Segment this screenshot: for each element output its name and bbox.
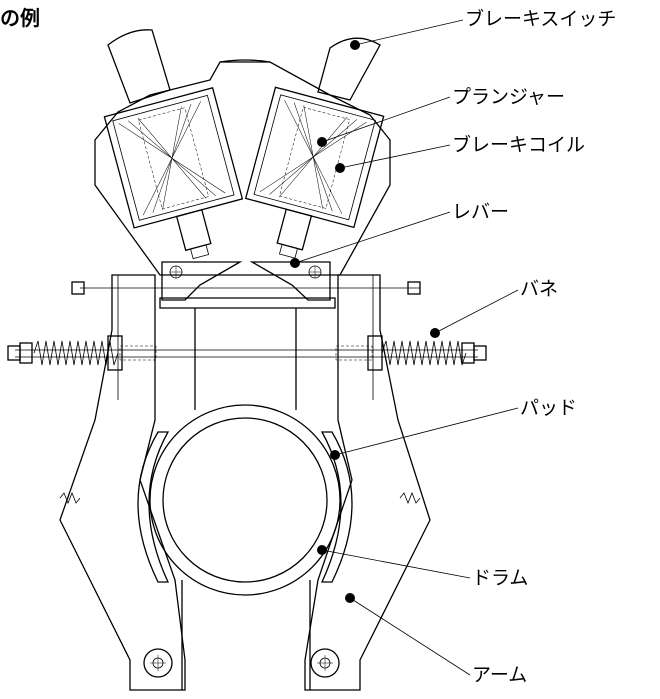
label-spring: バネ [520,278,558,300]
leader-lever [290,211,451,268]
leader-arm [345,593,471,676]
leader-brake-coil [335,144,451,173]
right-pad [320,431,353,583]
leader-plunger [317,96,451,147]
leader-spring [430,289,519,338]
center-column [181,308,311,690]
label-drum: ドラム [472,567,528,589]
left-switch [107,29,171,104]
label-brake-coil: ブレーキコイル [452,133,585,156]
leader-drum [317,545,471,579]
label-pad: パッド [520,397,577,419]
label-lever: レバー [452,201,509,223]
drum [149,404,341,596]
upper-frame [94,59,391,276]
label-brake-switch: ブレーキスイッチ [465,7,616,30]
left-coil [103,87,244,260]
right-switch [317,37,381,101]
leader-brake-switch [350,19,464,50]
right-coil [244,86,385,259]
label-plunger: プランジャー [452,86,565,108]
leader-pad [330,407,519,460]
diagram-title: の例 [0,6,40,30]
right-arm [304,274,431,691]
left-pad [137,431,170,583]
left-lever [161,261,243,301]
right-lever [249,261,331,301]
spring-assembly [7,335,487,505]
top-rod [71,281,421,295]
left-arm [59,274,186,691]
lever-base [159,297,336,309]
label-arm: アーム [472,664,527,686]
